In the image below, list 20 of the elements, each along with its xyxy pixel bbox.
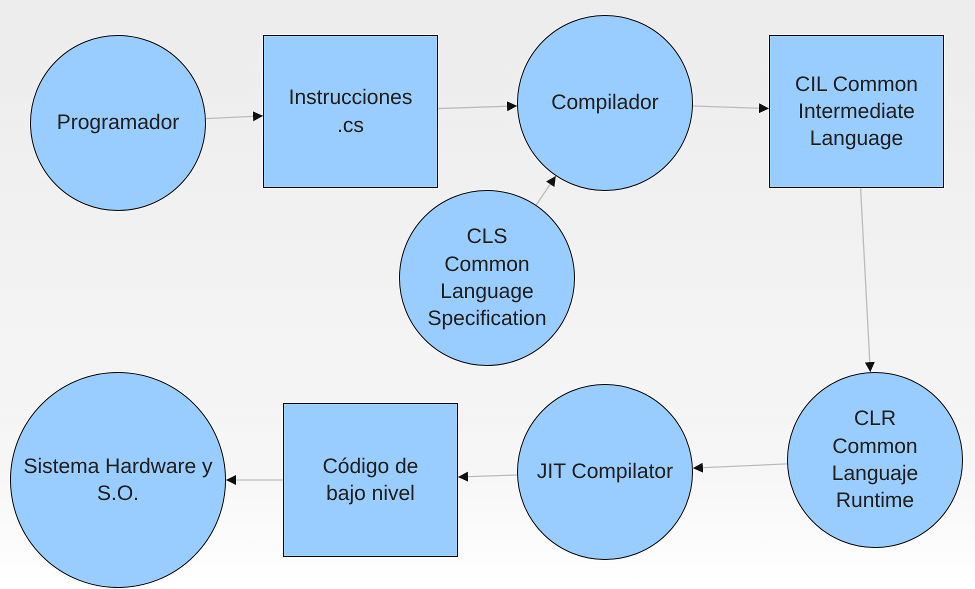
node-label: Compilador [551,90,659,116]
node-label: CLR Common Languaje Runtime [830,406,920,514]
node-label: Código de bajo nivel [322,454,420,507]
arrow [692,103,770,114]
arrow [438,101,518,112]
node-label: Instrucciones .cs [288,85,414,138]
arrow [860,188,875,372]
arrow [458,472,518,482]
node-label: CIL Common Intermediate Language [794,72,919,152]
node-label: JIT Compilator [536,459,674,486]
process-box [263,35,438,188]
node-label: CLS Common Language Specification [427,224,547,332]
node-label: Sistema Hardware y S.O. [22,454,214,507]
arrow [692,462,788,473]
arrow [536,176,556,206]
process-box [283,403,458,557]
arrow [206,111,264,122]
process-box [769,35,944,188]
arrow [226,475,283,485]
node-label: Programador [56,110,180,136]
